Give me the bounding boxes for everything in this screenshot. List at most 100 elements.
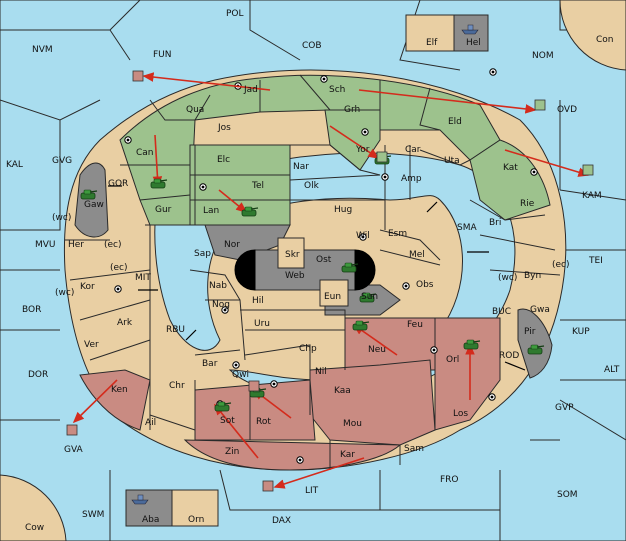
label-aba: Aba — [142, 515, 159, 525]
fleet-unit-icon[interactable] — [582, 164, 594, 176]
army-unit-icon[interactable] — [341, 262, 359, 273]
label-wc1: (wc) — [52, 213, 71, 223]
label-car: Car — [405, 145, 421, 155]
army-unit-icon[interactable] — [80, 189, 98, 200]
label-nog: Nog — [212, 300, 230, 310]
province-skr[interactable] — [277, 237, 305, 269]
supply-center-dot-icon — [363, 130, 367, 134]
move-arrow — [273, 457, 365, 489]
label-los: Los — [453, 409, 468, 419]
ship-icon[interactable] — [131, 494, 149, 505]
label-bar: Bar — [202, 359, 218, 369]
label-hel: Hel — [466, 38, 481, 48]
label-her: Her — [68, 240, 84, 250]
label-bri: Bri — [489, 218, 501, 228]
label-mou: Mou — [343, 419, 362, 429]
army-unit-icon[interactable] — [150, 178, 168, 189]
province-orn[interactable] — [171, 489, 219, 527]
label-buc: BUC — [492, 307, 511, 317]
label-ark: Ark — [117, 318, 133, 328]
label-jad: Jad — [243, 85, 258, 95]
supply-center-dot-icon — [532, 170, 536, 174]
label-uru: Uru — [254, 319, 270, 329]
army-unit-icon[interactable] — [359, 292, 377, 303]
label-cow: Cow — [25, 523, 44, 533]
supply-center-dot-icon — [361, 235, 365, 239]
supply-center-dot-icon — [491, 70, 495, 74]
province-elf[interactable] — [405, 14, 455, 52]
army-unit-icon[interactable] — [241, 206, 259, 217]
army-unit-icon[interactable] — [527, 344, 545, 355]
label-jos: Jos — [217, 123, 231, 133]
label-fun: FUN — [153, 50, 172, 60]
units — [66, 24, 594, 505]
supply-centers — [114, 68, 538, 464]
supply-center-dot-icon — [126, 138, 130, 142]
label-alt: ALT — [604, 365, 620, 375]
ship-icon[interactable] — [461, 24, 479, 35]
supply-center-dot-icon — [116, 287, 120, 291]
label-wc2: (wc) — [55, 288, 74, 298]
fleet-unit-icon[interactable] — [248, 380, 260, 392]
label-sma: SMA — [457, 223, 477, 233]
label-ost: Ost — [316, 255, 332, 265]
label-ec2: (ec) — [110, 263, 128, 273]
fleet-unit-icon[interactable] — [534, 99, 546, 111]
army-unit-icon[interactable] — [214, 401, 232, 412]
label-gwa: Gwa — [530, 305, 550, 315]
label-esm: Esm — [388, 229, 407, 239]
label-gva: GVA — [64, 445, 84, 455]
fleet-unit-icon[interactable] — [132, 70, 144, 82]
label-rie: Rie — [520, 199, 535, 209]
label-nvm: NVM — [32, 45, 53, 55]
power-green-kat — [469, 139, 551, 221]
province-eun[interactable] — [319, 279, 349, 307]
army-unit-icon[interactable] — [463, 339, 481, 350]
province-borders — [65, 74, 561, 470]
label-nab: Nab — [209, 281, 227, 291]
label-cob: COB — [302, 41, 322, 51]
move-arrow — [152, 134, 163, 188]
label-qwi: Qwi — [232, 370, 249, 380]
province-gaw[interactable] — [74, 162, 109, 238]
label-ken: Ken — [111, 385, 128, 395]
province-pir[interactable] — [517, 308, 553, 379]
label-can: Can — [136, 148, 154, 158]
label-elc: Elc — [217, 155, 230, 165]
supply-center-dot-icon — [383, 175, 387, 179]
move-arrow — [329, 125, 380, 159]
label-web: Web — [285, 271, 305, 281]
fleet-unit-icon[interactable] — [376, 151, 388, 163]
supply-center-dot-icon — [201, 185, 205, 189]
fleet-unit-icon[interactable] — [66, 424, 78, 436]
label-nil: Nil — [315, 367, 327, 377]
supply-center-dot-icon — [490, 395, 494, 399]
label-tei: TEI — [588, 256, 603, 266]
label-kar: Kar — [340, 450, 355, 460]
province-cow[interactable] — [0, 474, 67, 541]
label-neu: Neu — [368, 345, 386, 355]
label-sun: Sun — [361, 292, 378, 302]
label-ovd: OVD — [557, 105, 577, 115]
label-kal: KAL — [6, 160, 23, 170]
label-sap: Sap — [194, 249, 211, 259]
move-arrow — [142, 72, 271, 91]
label-amp: Amp — [401, 174, 422, 184]
fleet-unit-icon[interactable] — [262, 480, 274, 492]
label-qua: Qua — [186, 105, 204, 115]
label-sam: Sam — [404, 444, 424, 454]
label-pol: POL — [226, 9, 244, 19]
label-eun: Eun — [324, 292, 341, 302]
army-unit-icon[interactable] — [352, 320, 370, 331]
move-arrows — [72, 72, 590, 489]
province-con[interactable] — [559, 0, 626, 71]
label-gvg: GVG — [52, 156, 72, 166]
label-chp: Chp — [299, 344, 317, 354]
supply-center-dot-icon — [298, 458, 302, 462]
label-dor: DOR — [28, 370, 48, 380]
label-wil: Wil — [356, 231, 370, 241]
center-cap-right — [354, 249, 376, 291]
